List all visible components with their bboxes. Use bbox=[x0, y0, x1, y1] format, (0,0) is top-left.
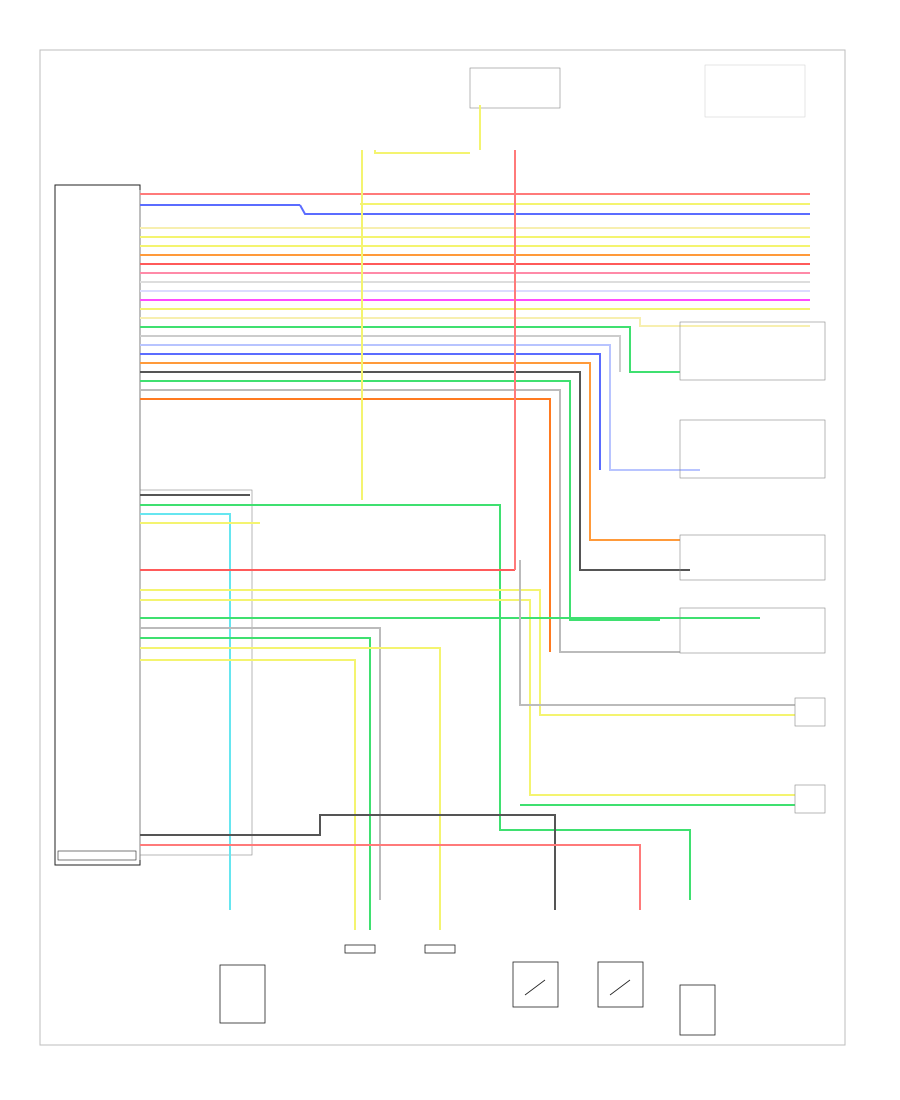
wire-green-19 bbox=[140, 380, 660, 621]
top-right-box bbox=[704, 64, 806, 118]
component-connector-mid1 bbox=[344, 944, 376, 954]
wire-yellow-lower-12 bbox=[140, 659, 356, 930]
wire-green-lower-10 bbox=[140, 637, 371, 930]
wire-yellow-lower-6 bbox=[140, 589, 795, 716]
wire-lyellow-12 bbox=[140, 317, 810, 327]
wire-orange-17 bbox=[140, 362, 680, 541]
wire-green-13 bbox=[140, 326, 680, 373]
component-switch-2 bbox=[597, 961, 644, 1008]
right-connectors bbox=[679, 321, 826, 814]
wire-blue-16 bbox=[140, 353, 601, 470]
connector-box-1 bbox=[679, 321, 826, 381]
wire-yellow-lower-11 bbox=[140, 647, 441, 930]
wire-lblue-15 bbox=[140, 344, 700, 471]
connector-box-4 bbox=[679, 607, 826, 654]
component-switch-1 bbox=[512, 961, 559, 1008]
connector-box-3 bbox=[679, 534, 826, 581]
component-sensor-right bbox=[679, 984, 716, 1036]
feed-gray-right bbox=[519, 560, 795, 706]
wire-blue-1b bbox=[299, 204, 810, 215]
feed-wires bbox=[361, 105, 795, 806]
module-connector-block bbox=[139, 489, 253, 856]
wire-red-lower-14 bbox=[140, 844, 641, 910]
fuse-box-top bbox=[469, 67, 561, 109]
wire-black-lower-13 bbox=[140, 814, 556, 910]
wire-gray-lower-9 bbox=[140, 627, 381, 900]
component-sensor-left bbox=[219, 964, 266, 1024]
bottom-components bbox=[219, 944, 716, 1036]
wire-gray-20 bbox=[140, 389, 680, 653]
connector-box-5 bbox=[794, 697, 826, 727]
diagram-frame bbox=[39, 49, 846, 1046]
wire-yellow-lower-7 bbox=[140, 599, 795, 796]
control-module bbox=[54, 184, 141, 866]
wire-black-18 bbox=[140, 371, 690, 571]
module-label-box bbox=[57, 850, 137, 861]
wire-cyan-lower-3 bbox=[140, 513, 231, 910]
component-connector-mid2 bbox=[424, 944, 456, 954]
connector-box-2 bbox=[679, 419, 826, 479]
switch-contacts bbox=[524, 979, 631, 996]
wire-orange-21 bbox=[140, 398, 551, 652]
feed-yellow-main bbox=[374, 150, 470, 154]
connector-box-6 bbox=[794, 784, 826, 814]
harness-wires bbox=[140, 150, 810, 930]
wire-gray-14 bbox=[140, 335, 621, 372]
wire-green-lower-2 bbox=[140, 504, 691, 900]
